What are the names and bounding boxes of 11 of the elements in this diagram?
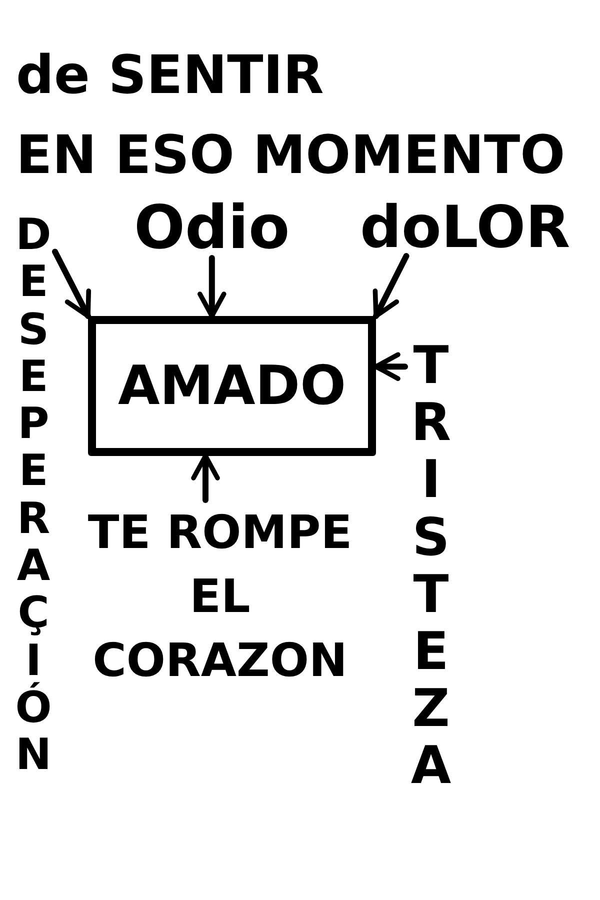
word-label: Odio [134, 198, 290, 258]
arrow [198, 255, 226, 319]
outlined-box [88, 316, 376, 456]
word-label: doLOR [360, 198, 570, 256]
phrase-text: TE ROMPE EL CORAZON [75, 500, 365, 692]
arrow [52, 248, 92, 319]
box-word: AMADO [118, 356, 346, 416]
vertical-word: DESEPERAÇIÓN [12, 212, 55, 780]
arrow [372, 253, 410, 319]
heading: de SENTIR EN ESO MOMENTO [16, 44, 566, 188]
vertical-word: TRISTEZA [405, 338, 457, 796]
